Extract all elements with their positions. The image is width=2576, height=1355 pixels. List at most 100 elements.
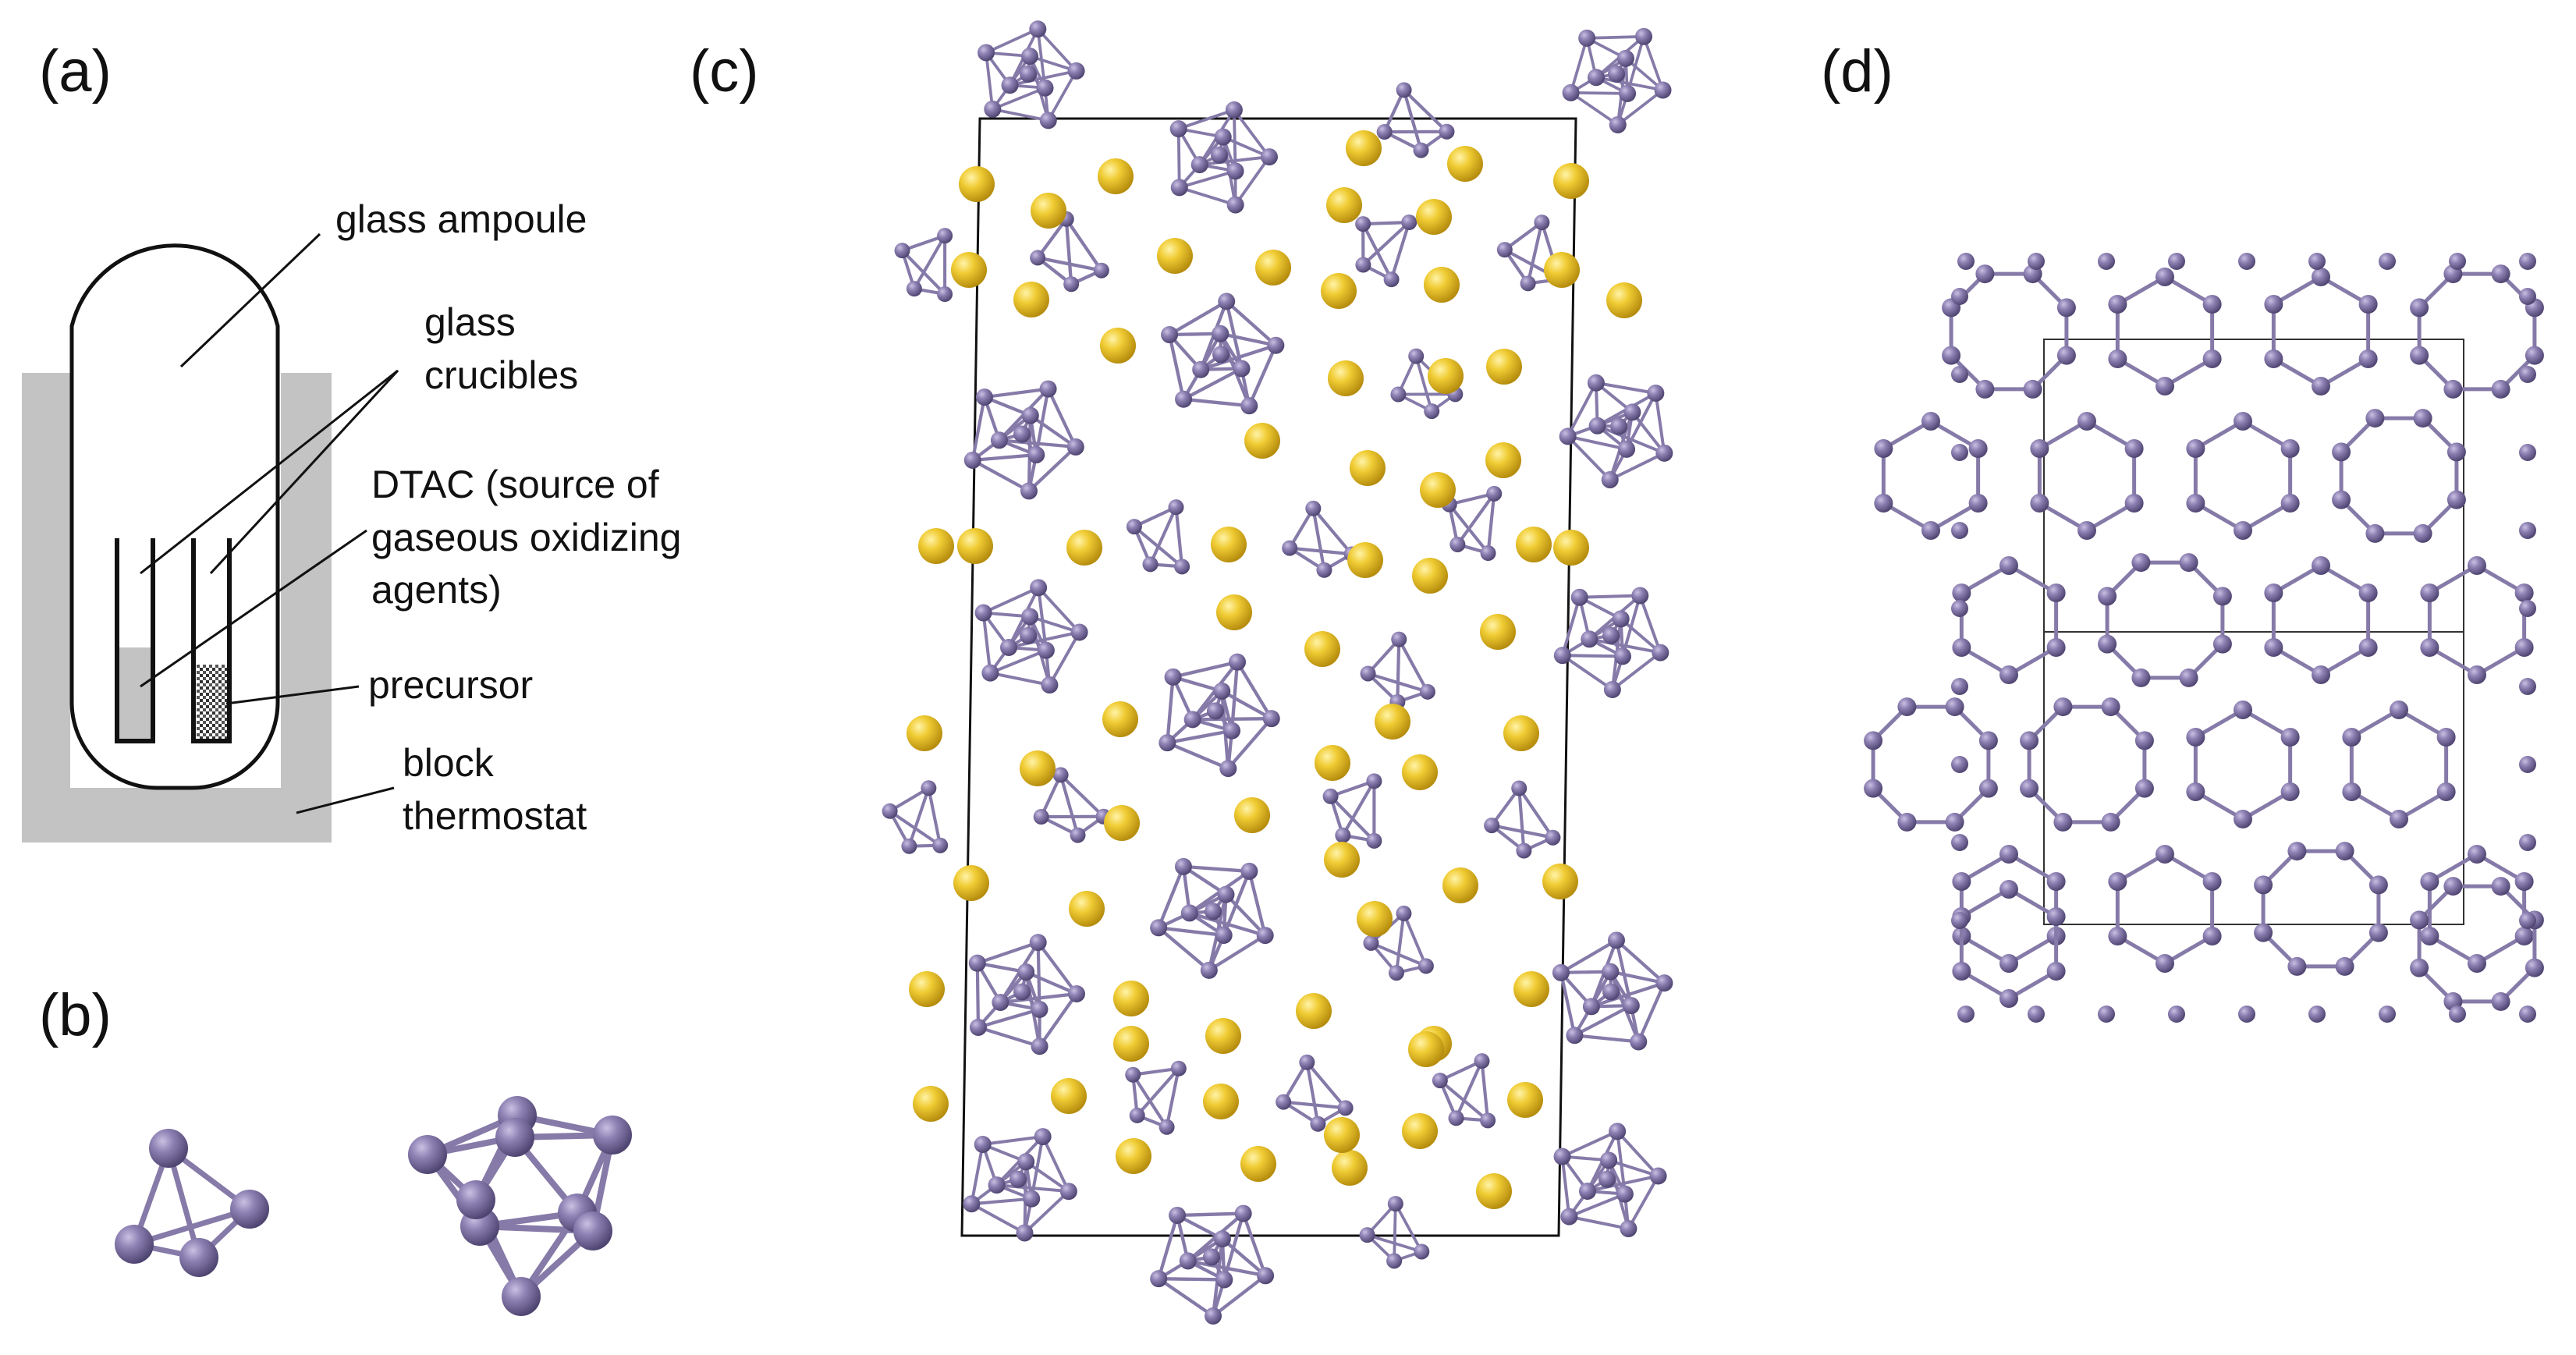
cluster-atom bbox=[1560, 1208, 1578, 1226]
cluster-atom bbox=[2413, 523, 2432, 543]
cluster-atom bbox=[230, 1190, 269, 1229]
cluster-atom bbox=[2468, 954, 2486, 973]
cluster-atom bbox=[1262, 710, 1280, 728]
cluster-atom bbox=[2519, 756, 2536, 773]
panel-letter-b: (b) bbox=[39, 982, 112, 1048]
cage-cluster bbox=[1158, 653, 1280, 778]
glass-crucible-left bbox=[115, 538, 155, 743]
cluster-atom bbox=[2358, 349, 2378, 368]
cluster-atom bbox=[2280, 439, 2300, 458]
cluster-atom bbox=[1363, 935, 1379, 951]
cluster-atom bbox=[2379, 1006, 2396, 1023]
bond bbox=[912, 234, 947, 291]
bond bbox=[1186, 1259, 1268, 1278]
cluster-atom bbox=[1150, 1270, 1168, 1288]
cluster-atom bbox=[1000, 638, 1018, 656]
cluster-atom bbox=[1587, 69, 1605, 87]
cluster-atom bbox=[2077, 412, 2096, 431]
cluster-atom bbox=[2156, 377, 2174, 396]
counter-ion bbox=[1347, 542, 1383, 578]
cluster-atom bbox=[1978, 731, 1998, 750]
bond bbox=[888, 809, 942, 847]
cluster-atom bbox=[1158, 734, 1176, 752]
bond bbox=[975, 941, 1040, 965]
cluster-atom bbox=[1581, 630, 1598, 648]
cluster-atom bbox=[1125, 1066, 1141, 1083]
cluster-atom bbox=[1205, 1307, 1222, 1325]
cluster-atom bbox=[2108, 927, 2127, 945]
bond bbox=[1036, 27, 1078, 73]
cluster-atom bbox=[2238, 1006, 2255, 1023]
cage-cluster bbox=[1169, 101, 1278, 214]
bond bbox=[1282, 1100, 1347, 1110]
cluster-atom bbox=[1203, 1248, 1220, 1266]
cluster-atom bbox=[1316, 562, 1332, 578]
cluster-atom bbox=[1169, 120, 1187, 138]
cluster-atom bbox=[1897, 697, 1917, 717]
framework-ring bbox=[1952, 845, 2066, 973]
framework-ring bbox=[2332, 409, 2466, 543]
cluster-atom bbox=[2332, 442, 2351, 462]
counter-ion bbox=[1113, 981, 1149, 1016]
bond bbox=[1560, 595, 1581, 658]
cluster-atom bbox=[1424, 403, 1440, 420]
cluster-atom bbox=[1355, 257, 1371, 273]
tetrahedral-cluster bbox=[1126, 499, 1190, 575]
cluster-atom bbox=[1021, 406, 1039, 424]
cluster-atom bbox=[1999, 556, 2018, 575]
bond bbox=[1220, 1236, 1268, 1278]
counter-ion bbox=[1321, 273, 1357, 309]
cluster-atom bbox=[593, 1116, 632, 1155]
cluster-atom bbox=[2390, 810, 2408, 828]
bond bbox=[1616, 88, 1665, 126]
cluster-atom bbox=[1020, 48, 1038, 66]
bond bbox=[1637, 981, 1666, 1044]
cluster-atom bbox=[963, 1195, 981, 1213]
counter-ion bbox=[1296, 993, 1332, 1029]
cage-cluster bbox=[978, 20, 1085, 129]
cluster-atom bbox=[2186, 439, 2205, 458]
cluster-atom bbox=[1020, 482, 1038, 500]
bond bbox=[995, 1183, 1070, 1194]
framework-ring bbox=[2420, 556, 2534, 684]
cage-cluster-model bbox=[408, 1096, 632, 1316]
counter-ion bbox=[1013, 282, 1049, 317]
cluster-atom bbox=[1951, 600, 1968, 617]
cluster-atom bbox=[1183, 711, 1201, 729]
cluster-atom bbox=[2053, 812, 2073, 832]
cluster-atom bbox=[1598, 1170, 1616, 1188]
counter-ion bbox=[1442, 867, 1478, 903]
cluster-atom bbox=[937, 286, 953, 303]
bond bbox=[1397, 637, 1429, 693]
bond bbox=[1654, 392, 1666, 455]
cluster-atom bbox=[2519, 678, 2536, 695]
cluster-atom bbox=[2519, 600, 2536, 617]
cluster-atom bbox=[1029, 20, 1047, 38]
cluster-atom bbox=[988, 1176, 1006, 1194]
counter-ion bbox=[1113, 1026, 1149, 1062]
bond bbox=[1247, 343, 1278, 408]
cluster-atom bbox=[1020, 626, 1037, 644]
cluster-atom bbox=[1999, 845, 2018, 864]
unit-cell-c bbox=[960, 117, 1577, 1237]
cage-cluster bbox=[1552, 931, 1673, 1051]
tetrahedral-cluster bbox=[1322, 773, 1382, 849]
bond bbox=[1036, 941, 1079, 996]
cluster-atom bbox=[1213, 1230, 1231, 1248]
cluster-atom bbox=[1233, 360, 1251, 378]
bond bbox=[1157, 1277, 1215, 1318]
counter-ion bbox=[1098, 158, 1134, 194]
cluster-atom bbox=[1562, 83, 1580, 101]
cluster-atom bbox=[1951, 912, 1968, 929]
cluster-atom bbox=[2514, 927, 2534, 945]
cluster-atom bbox=[1001, 76, 1019, 94]
cluster-atom bbox=[2186, 782, 2205, 801]
cluster-atom bbox=[1952, 962, 1971, 981]
bond bbox=[1035, 217, 1068, 260]
bond bbox=[1393, 1202, 1397, 1263]
tetrahedral-cluster bbox=[1033, 767, 1112, 843]
cluster-atom bbox=[1192, 360, 1210, 378]
bond bbox=[1595, 76, 1665, 92]
framework-ring bbox=[2108, 845, 2222, 973]
counter-ion bbox=[1234, 797, 1270, 833]
